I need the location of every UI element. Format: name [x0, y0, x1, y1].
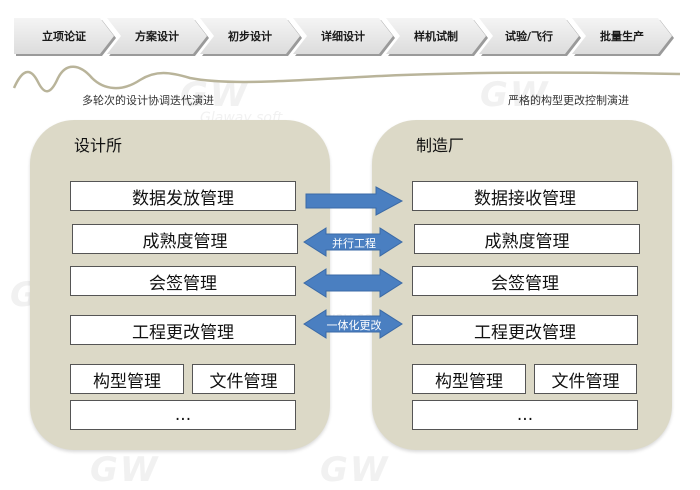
right-item-countersign: 会签管理 [412, 266, 638, 296]
phase-5: 样机试制 [386, 18, 486, 54]
right-item-more: ... [412, 400, 638, 430]
wave-path [12, 65, 681, 93]
countersign-arrow-icon [303, 268, 403, 298]
right-item-configuration: 构型管理 [412, 364, 526, 394]
iteration-wave [12, 65, 681, 93]
left-item-configuration: 构型管理 [70, 364, 184, 394]
left-item-countersign: 会签管理 [70, 266, 296, 296]
watermark-logo: GW [320, 450, 390, 490]
phase-4: 详细设计 [293, 18, 393, 54]
panel-title: 制造厂 [416, 136, 465, 155]
right-item-engineering-change: 工程更改管理 [412, 315, 638, 345]
phase-bar: 立项论证 方案设计 初步设计 详细设计 样机试制 试验/飞行 批量生产 [0, 0, 700, 72]
data-flow-arrow-icon [305, 186, 404, 216]
parallel-engineering-label: 并行工程 [332, 237, 376, 250]
parallel-engineering-arrow-icon [303, 227, 403, 257]
left-item-document: 文件管理 [192, 364, 295, 394]
phase-1: 立项论证 [14, 18, 114, 54]
right-item-maturity: 成熟度管理 [414, 224, 640, 254]
note-left: 多轮次的设计协调迭代演进 [82, 94, 214, 107]
left-item-engineering-change: 工程更改管理 [70, 315, 296, 345]
left-item-more: ... [70, 400, 296, 430]
left-item-data-release: 数据发放管理 [70, 181, 296, 211]
phase-7: 批量生产 [572, 18, 672, 54]
right-item-document: 文件管理 [534, 364, 637, 394]
panel-title: 设计所 [74, 136, 123, 155]
integrated-change-arrow-icon [303, 309, 403, 339]
watermark-logo: GW [90, 450, 160, 490]
left-item-maturity: 成熟度管理 [72, 224, 298, 254]
right-item-data-receive: 数据接收管理 [412, 181, 638, 211]
phase-3: 初步设计 [200, 18, 300, 54]
note-right: 严格的构型更改控制演进 [508, 94, 629, 107]
phase-6: 试验/飞行 [479, 18, 579, 54]
phase-2: 方案设计 [107, 18, 207, 54]
integrated-change-label: 一体化更改 [326, 319, 382, 332]
